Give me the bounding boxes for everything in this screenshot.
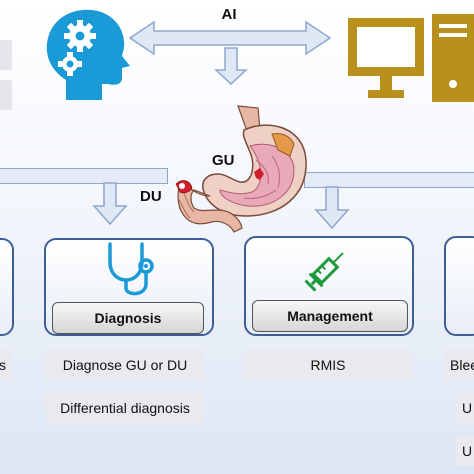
diagnosis-title: Diagnosis	[52, 302, 204, 334]
left-edge-square-2	[0, 80, 12, 110]
right-panel-item-3: U	[456, 436, 474, 466]
diagnosis-item-1: Diagnose GU or DU	[46, 350, 204, 380]
stethoscope-icon	[108, 242, 154, 296]
arrow-to-management	[314, 186, 350, 230]
ai-label: AI	[221, 6, 237, 23]
gu-label: GU	[212, 152, 235, 169]
brain-gears-head-icon	[46, 9, 130, 100]
syringe-icon	[304, 252, 344, 292]
right-panel-item-1: Blee	[444, 350, 474, 380]
left-panel	[0, 238, 14, 336]
stomach-illustration	[175, 105, 307, 233]
management-item-1: RMIS	[246, 350, 410, 380]
management-title: Management	[252, 300, 408, 332]
diagnosis-item-2: Differential diagnosis	[46, 393, 204, 423]
ai-double-arrow	[128, 20, 332, 86]
left-edge-square-1	[0, 40, 12, 70]
du-label: DU	[140, 188, 162, 205]
arrow-to-diagnosis	[92, 182, 128, 226]
left-connector-bar	[0, 168, 168, 184]
right-panel	[444, 236, 474, 336]
left-panel-item: s	[0, 350, 12, 380]
right-panel-item-2: U	[456, 393, 474, 423]
computer-icon	[348, 14, 474, 102]
